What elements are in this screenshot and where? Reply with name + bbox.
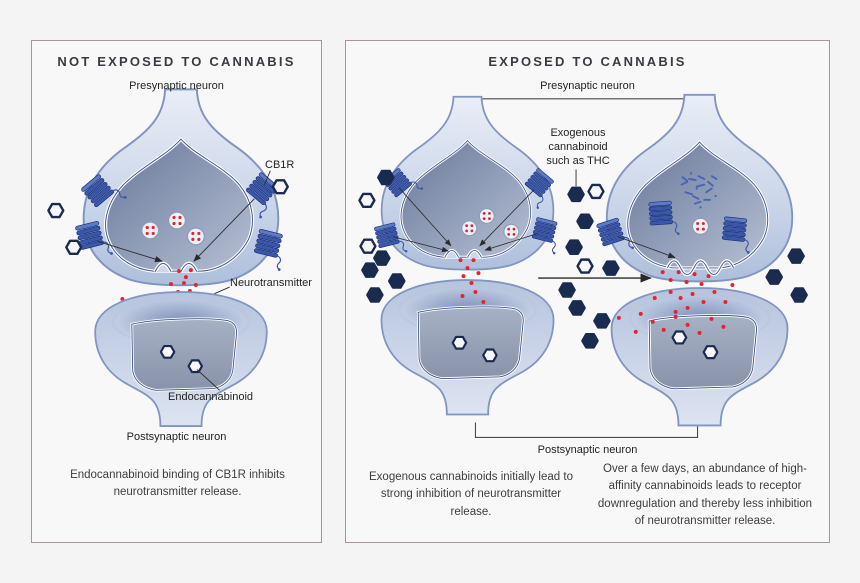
label-neurotransmitter: Neurotransmitter bbox=[230, 277, 312, 289]
postsynaptic-neuron-initial-art bbox=[380, 278, 555, 416]
presynaptic-neuron-downregulated-art bbox=[595, 93, 794, 283]
endocannabinoid-molecule-icon bbox=[358, 192, 376, 209]
thc-molecule-icon bbox=[567, 186, 585, 203]
panel-not-exposed: NOT EXPOSED TO CANNABIS Presynaptic neur… bbox=[31, 40, 322, 543]
postsynaptic-neuron-art bbox=[93, 290, 269, 428]
receptor-to-release-arrow bbox=[484, 233, 538, 251]
thc-molecule-icon bbox=[593, 313, 611, 329]
label-postsynaptic-neuron: Postsynaptic neuron bbox=[537, 444, 638, 456]
caption-not-exposed: Endocannabinoid binding of CB1R inhibits… bbox=[70, 469, 285, 499]
thc-molecule-icon bbox=[787, 248, 805, 264]
endocannabinoid-molecule-icon bbox=[359, 238, 377, 254]
endocannabinoid-molecule-icon bbox=[482, 348, 498, 363]
thc-molecule-icon bbox=[581, 333, 599, 349]
endocannabinoid-molecule-icon bbox=[587, 183, 605, 200]
panel-title-not-exposed: NOT EXPOSED TO CANNABIS bbox=[57, 54, 296, 69]
receptor-to-release-arrow bbox=[398, 187, 452, 247]
endocannabinoid-molecule-icon bbox=[451, 335, 468, 350]
thc-molecule-icon bbox=[568, 300, 586, 316]
thc-molecule-icon bbox=[366, 287, 384, 303]
endocannabinoid-label-line bbox=[196, 369, 221, 391]
caption-initial-exposure: Exogenous cannabinoids initially lead to… bbox=[369, 471, 573, 518]
thc-molecule-icon bbox=[765, 269, 783, 285]
receptor-to-release-arrow bbox=[97, 240, 163, 263]
label-presynaptic-neuron: Presynaptic neuron bbox=[540, 80, 635, 92]
label-presynaptic-neuron: Presynaptic neuron bbox=[129, 80, 224, 92]
panel-exposed: EXPOSED TO CANNABIS Presynaptic neuron E… bbox=[345, 40, 830, 543]
endocannabinoid-molecule-icon bbox=[702, 345, 719, 360]
synaptic-vesicle-icon bbox=[461, 220, 478, 237]
endocannabinoid-molecule-icon bbox=[187, 359, 204, 374]
synaptic-vesicle-icon bbox=[478, 207, 495, 225]
thc-molecule-icon bbox=[558, 282, 576, 298]
thc-molecule-icon bbox=[377, 169, 395, 186]
exposed-synapses-art bbox=[358, 93, 808, 438]
label-cb1r: CB1R bbox=[265, 159, 295, 171]
postsynaptic-neuron-downregulated-art bbox=[610, 286, 789, 427]
label-exogenous-cannabinoid: Exogenous cannabinoid such as THC bbox=[546, 127, 610, 167]
receptor-to-release-arrow bbox=[393, 236, 449, 253]
thc-molecule-icon bbox=[565, 239, 583, 255]
label-endocannabinoid: Endocannabinoid bbox=[168, 391, 254, 403]
thc-molecule-icon bbox=[361, 262, 379, 278]
receptor-to-release-arrow bbox=[193, 198, 255, 262]
endocannabinoid-molecule-icon bbox=[576, 258, 594, 274]
panel-title-exposed: EXPOSED TO CANNABIS bbox=[488, 54, 687, 69]
presynaptic-bracket bbox=[475, 98, 699, 116]
synaptic-vesicle-icon bbox=[503, 223, 520, 240]
presynaptic-neuron-art bbox=[47, 87, 290, 287]
postsynaptic-bracket bbox=[474, 422, 699, 438]
cb1r-label-line bbox=[263, 170, 271, 185]
thc-molecule-icon bbox=[388, 273, 406, 289]
synaptic-vesicle-icon bbox=[186, 227, 205, 246]
synaptic-vesicle-icon bbox=[167, 211, 187, 230]
endocannabinoid-molecule-icon bbox=[47, 202, 65, 219]
endocannabinoid-molecule-icon bbox=[271, 179, 289, 195]
thc-molecule-icon bbox=[602, 260, 620, 276]
endocannabinoid-molecule-icon bbox=[671, 330, 688, 345]
endocannabinoid-molecule-icon bbox=[159, 344, 176, 359]
presynaptic-neuron-initial-art bbox=[373, 95, 564, 272]
receptor-to-release-arrow bbox=[618, 236, 676, 259]
neurotransmitter-dots-initial bbox=[458, 258, 486, 304]
caption-downregulation: Over a few days, an abundance of high-af… bbox=[597, 463, 813, 527]
thc-molecule-icon bbox=[576, 213, 594, 230]
thc-molecule-icon bbox=[790, 287, 808, 303]
thc-molecule-icon bbox=[373, 250, 391, 266]
synaptic-vesicle-icon bbox=[691, 217, 710, 235]
neurotransmitter-dots-downregulated bbox=[616, 270, 735, 335]
endocannabinoid-molecule-icon bbox=[65, 239, 83, 255]
label-postsynaptic-neuron: Postsynaptic neuron bbox=[126, 431, 227, 443]
receptor-to-release-arrow bbox=[479, 189, 535, 247]
synaptic-vesicle-icon bbox=[141, 221, 160, 240]
not-exposed-synapse-art bbox=[47, 87, 290, 428]
